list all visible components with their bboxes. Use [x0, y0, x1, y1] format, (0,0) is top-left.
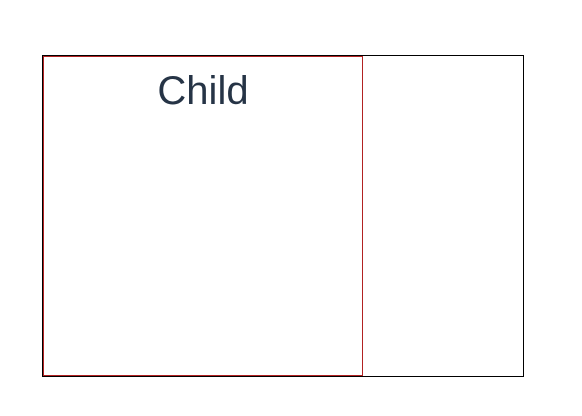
parent-container: Child [42, 55, 524, 377]
child-label: Child [157, 69, 249, 113]
child-container: Child [43, 56, 363, 376]
